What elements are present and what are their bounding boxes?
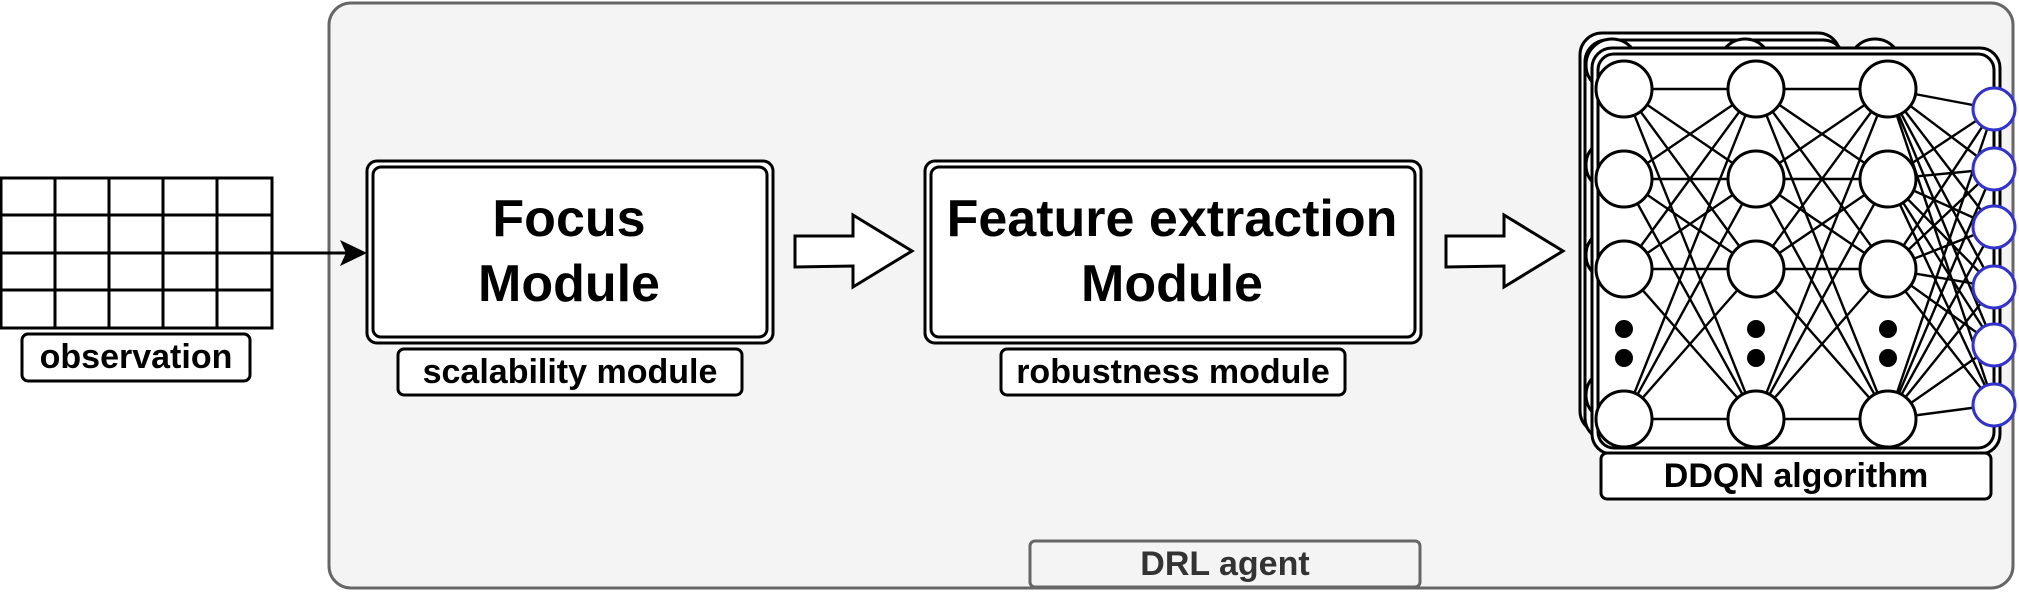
ddqn-edge — [1886, 88, 1996, 346]
ddqn-edge — [1622, 178, 1758, 420]
ddqn-edge — [1886, 108, 1996, 270]
ddqn-hidden-node — [1726, 59, 1786, 119]
drl-agent-label-box — [1028, 539, 1422, 589]
robustness-caption: robustness module — [1016, 353, 1330, 391]
ddqn-hidden-node — [1726, 149, 1786, 209]
ddqn-caption: DDQN algorithm — [1664, 457, 1928, 495]
focus-module-title-line1: Focus — [492, 190, 645, 248]
block-arrow-1 — [793, 212, 915, 290]
ddqn-output-node — [1971, 382, 2017, 428]
feature-module-title-line2: Module — [1081, 255, 1263, 313]
ddqn-hidden-node — [1858, 59, 1918, 119]
ddqn-edge — [1886, 226, 1996, 420]
ddqn-edge — [1886, 168, 1996, 420]
feature-module-inner — [929, 165, 1417, 339]
ddqn-hidden-node — [1726, 389, 1786, 449]
focus-module-title-line2: Module — [478, 255, 660, 313]
ddqn-edge — [1755, 88, 1889, 270]
ddqn-edge — [1622, 88, 1758, 420]
scalability-caption-box — [396, 347, 744, 397]
robustness-caption-box — [999, 347, 1347, 397]
observation-label: observation — [40, 338, 233, 376]
ddqn-ellipsis-dots — [1615, 320, 1897, 367]
ddqn-caption-box — [1599, 451, 1993, 501]
ddqn-hidden-node — [1726, 239, 1786, 299]
observation-grid — [0, 176, 274, 330]
observation-to-focus-arrowhead — [340, 240, 367, 266]
ddqn-hidden-node — [1858, 149, 1918, 209]
ddqn-edge — [1754, 88, 1890, 420]
ddqn-edge — [1754, 178, 1890, 420]
ddqn-hidden-node — [1594, 149, 1654, 209]
ddqn-output-node — [1971, 322, 2017, 368]
ddqn-output-node — [1971, 264, 2017, 310]
ddqn-hidden-node — [1858, 389, 1918, 449]
ddqn-output-node — [1971, 146, 2017, 192]
ddqn-hidden-node — [1858, 239, 1918, 299]
feature-module-title-line1: Feature extraction — [947, 190, 1398, 248]
ddqn-network — [1578, 31, 2017, 456]
ddqn-hidden-node — [1594, 59, 1654, 119]
observation-label-box — [20, 332, 252, 383]
ddqn-hidden-node — [1594, 239, 1654, 299]
ddqn-output-node — [1971, 86, 2017, 132]
ddqn-edge — [1623, 268, 1757, 420]
block-arrow-2 — [1444, 212, 1566, 290]
drl-agent-label: DRL agent — [1140, 545, 1309, 583]
ddqn-output-node — [1971, 204, 2017, 250]
focus-module-inner — [371, 165, 769, 339]
ddqn-nodes — [1594, 59, 2017, 449]
ddqn-edge — [1623, 88, 1757, 270]
ddqn-edge — [1755, 268, 1889, 420]
ddqn-hidden-node — [1594, 389, 1654, 449]
scalability-caption: scalability module — [423, 353, 718, 391]
